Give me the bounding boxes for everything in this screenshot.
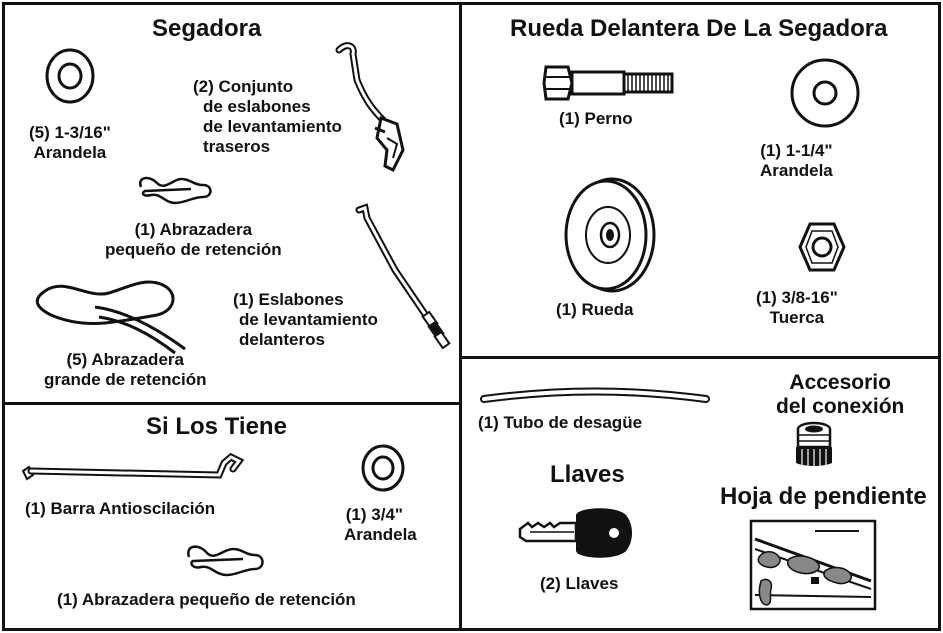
- panel-title-rueda: Rueda Delantera De La Segadora: [510, 15, 888, 42]
- label-wheel: (1) Rueda: [556, 300, 634, 319]
- label-bolt: (1) Perno: [559, 109, 633, 128]
- anti-sway-bar-icon: [21, 452, 245, 481]
- panel-title-si-los-tiene: Si Los Tiene: [146, 413, 287, 440]
- label-keys: (2) Llaves: [540, 574, 619, 593]
- label-slope-sheet-title: Hoja de pendiente: [720, 483, 927, 510]
- washer-large-icon: [45, 48, 95, 104]
- label-small-clip: (1) Abrazadera pequeño de retención: [105, 220, 282, 259]
- label-keys-title: Llaves: [550, 461, 625, 488]
- front-lift-link-icon: [355, 203, 451, 350]
- label-washer-1-3-16: (5) 1-3/16" Arandela: [29, 123, 111, 162]
- wheel-icon: [564, 177, 656, 293]
- label-drain-tube: (1) Tubo de desagüe: [478, 413, 643, 432]
- panel-accesorios: (1) Tubo de desagüe Accesorio del conexi…: [459, 356, 941, 631]
- label-washer-1-1-4: (1) 1-1/4" Arandela: [760, 141, 833, 180]
- label-nut: (1) 3/8-16" Tuerca: [756, 288, 838, 327]
- nut-icon: [798, 222, 846, 272]
- large-retention-clip-icon: [35, 280, 186, 355]
- bolt-icon: [542, 65, 674, 101]
- slope-sheet-icon: [749, 519, 877, 611]
- label-rear-lift-links: (2) Conjunto de eslabones de levantamien…: [193, 77, 342, 156]
- drain-tube-icon: [480, 387, 710, 403]
- panel-segadora: Segadora (5) 1-3/16" Arandela (2) Conjun…: [2, 2, 462, 405]
- label-fitting: Accesorio del conexión: [776, 371, 905, 418]
- small-retention-clip-icon: [138, 176, 212, 205]
- key-icon: [518, 508, 632, 558]
- label-small-clip-optional: (1) Abrazadera pequeño de retención: [57, 590, 356, 609]
- rear-lift-link-icon: [335, 42, 405, 173]
- fitting-icon: [796, 421, 832, 466]
- label-anti-sway-bar: (1) Barra Antioscilación: [25, 499, 216, 518]
- panel-title-segadora: Segadora: [152, 15, 262, 42]
- label-washer-3-4: (1) 3/4" Arandela: [344, 505, 417, 544]
- label-large-clip: (5) Abrazadera grande de retención: [44, 350, 207, 389]
- washer-3-4-icon: [361, 444, 405, 492]
- label-front-lift-links: (1) Eslabones de levantamiento delantero…: [233, 290, 378, 349]
- washer-1-1-4-icon: [790, 58, 860, 128]
- panel-si-los-tiene: Si Los Tiene (1) Barra Antioscilación (1…: [2, 402, 462, 631]
- panel-rueda-delantera: Rueda Delantera De La Segadora (1) Perno…: [459, 2, 941, 359]
- small-retention-clip-icon: [187, 545, 264, 577]
